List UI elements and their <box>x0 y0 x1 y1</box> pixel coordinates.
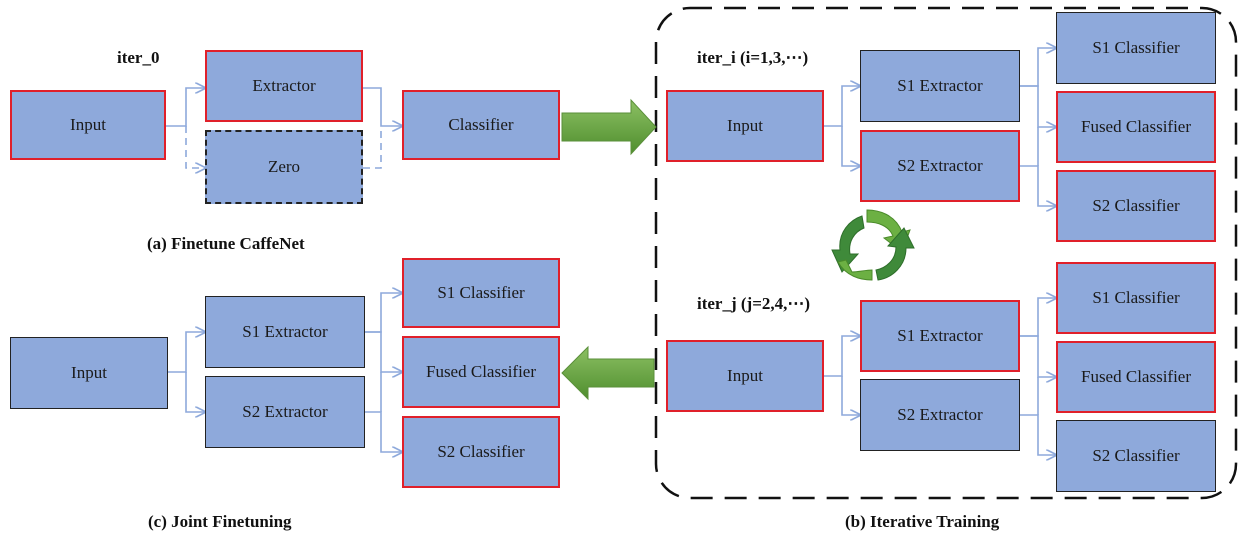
green-arrow-right-icon <box>561 98 657 156</box>
cycle-icon <box>831 209 915 281</box>
iter-i-label: iter_i (i=1,3,⋯) <box>697 48 809 67</box>
zero-box-a: Zero <box>205 130 363 204</box>
fused-classifier-box-c: Fused Classifier <box>402 336 560 408</box>
input-box-b-i: Input <box>666 90 824 162</box>
s2-extractor-box-b-j: S2 Extractor <box>860 379 1020 451</box>
caption-b: (b) Iterative Training <box>845 512 1000 531</box>
iterative-training-region <box>654 6 1238 500</box>
fused-classifier-box-b-j: Fused Classifier <box>1056 341 1216 413</box>
fused-classifier-box-b-i: Fused Classifier <box>1056 91 1216 163</box>
green-arrow-left-icon <box>561 345 655 401</box>
s1-extractor-box-c: S1 Extractor <box>205 296 365 368</box>
iter-j-label: iter_j (j=2,4,⋯) <box>697 294 811 313</box>
input-box-a: Input <box>10 90 166 160</box>
s1-classifier-box-b-j: S1 Classifier <box>1056 262 1216 334</box>
s1-extractor-box-b-i: S1 Extractor <box>860 50 1020 122</box>
input-box-b-j: Input <box>666 340 824 412</box>
s1-classifier-box-c: S1 Classifier <box>402 258 560 328</box>
s2-extractor-box-c: S2 Extractor <box>205 376 365 448</box>
caption-c: (c) Joint Finetuning <box>148 512 292 531</box>
s2-extractor-box-b-i: S2 Extractor <box>860 130 1020 202</box>
classifier-box-a: Classifier <box>402 90 560 160</box>
s2-classifier-box-b-i: S2 Classifier <box>1056 170 1216 242</box>
caption-a: (a) Finetune CaffeNet <box>147 234 305 253</box>
input-box-c: Input <box>10 337 168 409</box>
s2-classifier-box-b-j: S2 Classifier <box>1056 420 1216 492</box>
iter-0-label: iter_0 <box>117 48 160 67</box>
s1-classifier-box-b-i: S1 Classifier <box>1056 12 1216 84</box>
extractor-box-a: Extractor <box>205 50 363 122</box>
s1-extractor-box-b-j: S1 Extractor <box>860 300 1020 372</box>
s2-classifier-box-c: S2 Classifier <box>402 416 560 488</box>
